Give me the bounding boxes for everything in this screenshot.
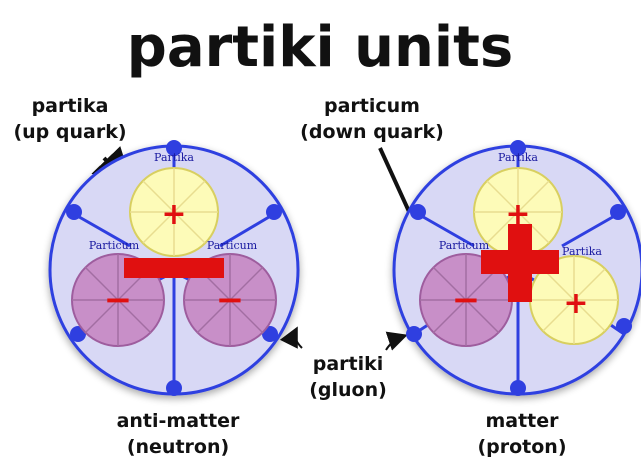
label-neutron: (neutron)	[127, 436, 229, 458]
label-particum: particum	[324, 95, 420, 117]
proton-particum-quark: Particum −	[419, 239, 513, 347]
proton-partika-quark-top: Partika +	[473, 151, 563, 257]
label-gluon: (gluon)	[309, 379, 387, 401]
label-partika: partika	[32, 95, 109, 117]
page-title: partiki units	[127, 15, 513, 80]
proton-charge-2: −	[452, 280, 481, 320]
neutron-small-label-1: Partika	[154, 151, 194, 164]
arrow-to-gluon-right	[385, 331, 408, 351]
neutron-charge-3: −	[216, 280, 245, 320]
neutron-small-label-3: Particum	[207, 239, 258, 252]
arrow-to-gluon-left	[279, 326, 303, 349]
neutron-charge-2: −	[104, 280, 133, 320]
neutron-net-charge-minus	[124, 258, 224, 278]
proton-partika-quark-right: Partika +	[529, 245, 619, 345]
proton-gluon-dots	[406, 140, 632, 396]
proton-net-charge-plus	[481, 224, 559, 302]
neutron-small-label-2: Particum	[89, 239, 140, 252]
label-down-quark: (down quark)	[300, 121, 444, 143]
label-up-quark: (up quark)	[13, 121, 126, 143]
neutron-partika-quark: Partika +	[129, 151, 219, 257]
label-partiki: partiki	[313, 353, 384, 375]
proton-small-label-2: Particum	[439, 239, 490, 252]
proton-charge-3: +	[563, 286, 588, 321]
neutron-charge-1: +	[161, 197, 186, 232]
label-matter: matter	[485, 410, 559, 432]
proton-small-label-1: Partika	[498, 151, 538, 164]
label-anti-matter: anti-matter	[117, 410, 240, 432]
proton-small-label-3: Partika	[562, 245, 602, 258]
label-proton: (proton)	[477, 436, 566, 458]
